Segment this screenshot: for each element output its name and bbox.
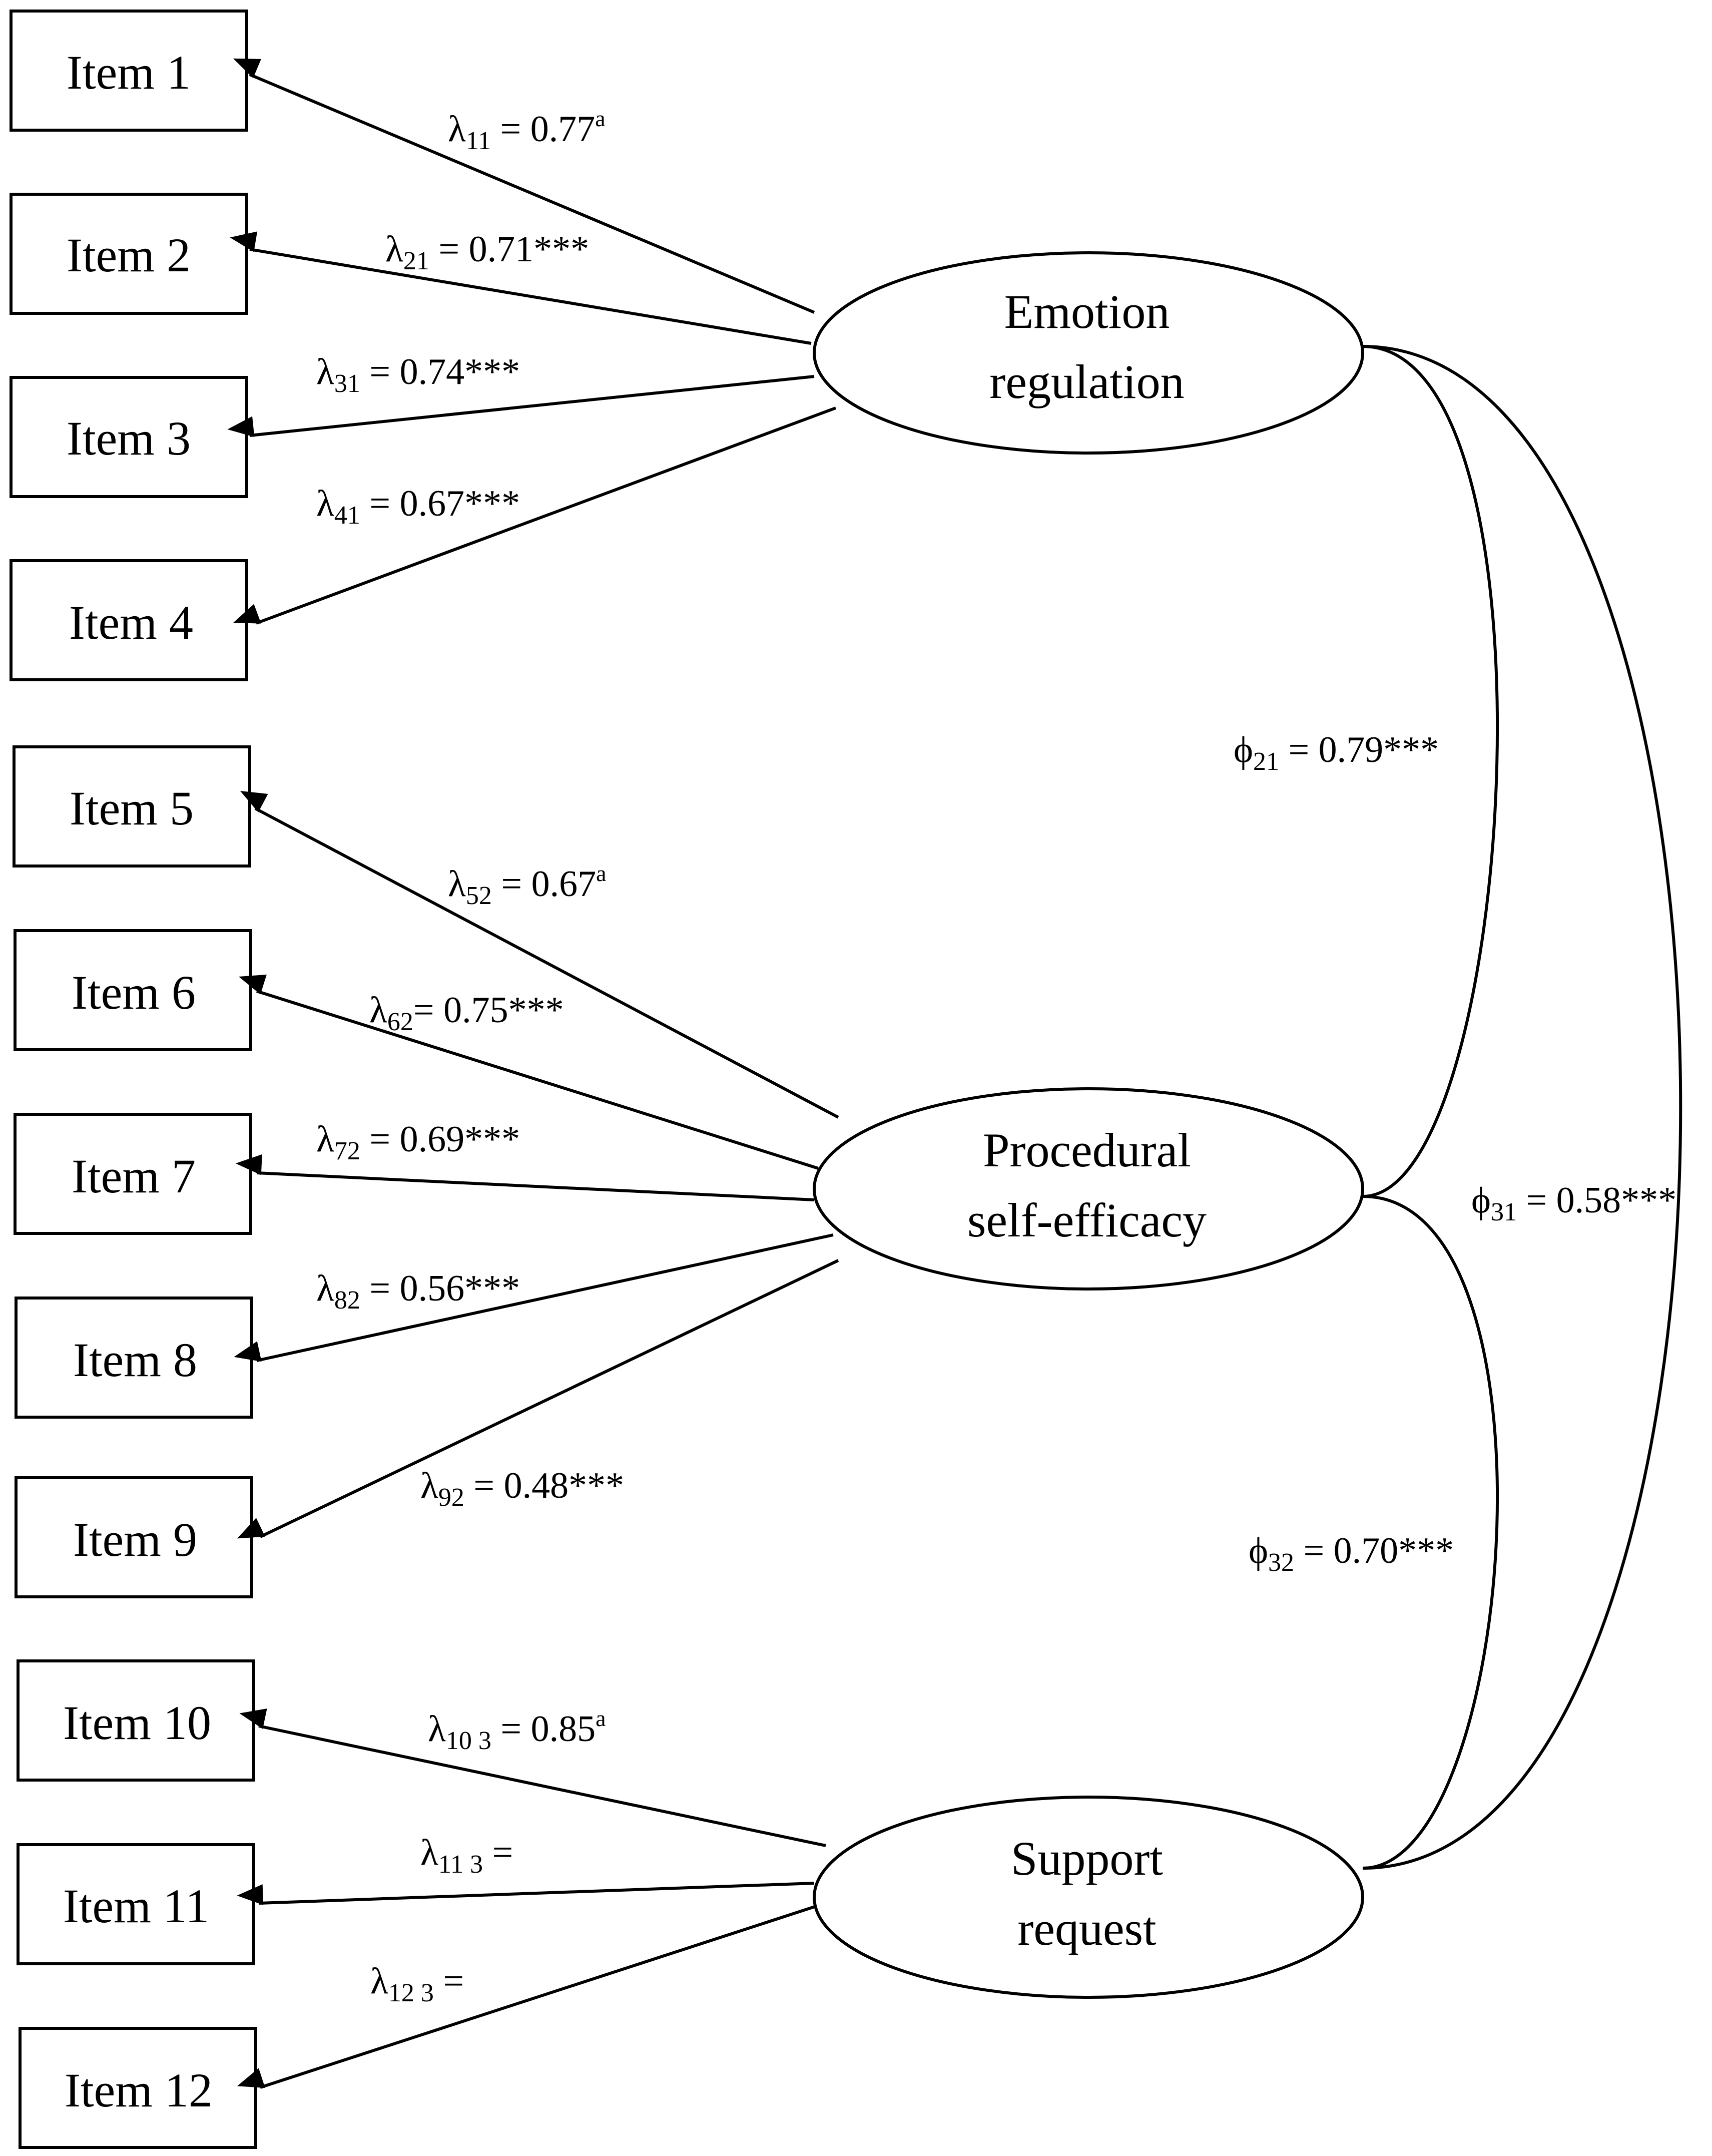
- loading-arrow-5: [240, 791, 839, 1119]
- loading-label-12: λ12 3 =: [370, 1961, 464, 2007]
- factor-label-line2: self-efficacy: [967, 1193, 1207, 1247]
- item-box-11: Item 11: [17, 1843, 255, 1965]
- loading-label-7: λ72 = 0.69***: [316, 1119, 520, 1165]
- loading-label-8: λ82 = 0.56***: [316, 1268, 520, 1315]
- item-box-1: Item 1: [10, 10, 248, 132]
- loading-arrow-3: [227, 375, 815, 438]
- item-label-3: Item 3: [67, 411, 191, 465]
- item-box-6: Item 6: [14, 929, 252, 1051]
- item-label-8: Item 8: [73, 1333, 197, 1387]
- loading-label-3: λ31 = 0.74***: [316, 351, 520, 398]
- loading-label-11: λ11 3 =: [420, 1832, 513, 1879]
- loading-label-2: λ21 = 0.71***: [385, 229, 589, 275]
- item-label-10: Item 10: [63, 1696, 211, 1750]
- loading-arrow-1: [233, 58, 815, 314]
- loading-arrow-12: [237, 1903, 821, 2089]
- factor-label-line1: Procedural: [983, 1123, 1191, 1177]
- loading-arrow-7: [235, 1154, 815, 1201]
- item-label-11: Item 11: [63, 1879, 209, 1933]
- correlation-curve-21: [1362, 345, 1499, 1198]
- loading-label-9: λ92 = 0.48***: [420, 1465, 624, 1512]
- item-box-3: Item 3: [10, 376, 248, 498]
- factor-label-line1: Emotion: [1004, 285, 1170, 338]
- correlation-curves: [1362, 345, 1682, 1870]
- item-box-2: Item 2: [10, 193, 248, 315]
- loading-arrow-11: [237, 1882, 815, 1905]
- item-label-7: Item 7: [72, 1149, 196, 1203]
- loading-arrow-6: [239, 974, 819, 1170]
- item-label-12: Item 12: [65, 2063, 213, 2117]
- item-label-6: Item 6: [72, 966, 196, 1019]
- loading-label-5: λ52 = 0.67a: [448, 860, 607, 910]
- loading-arrow-2: [230, 231, 812, 345]
- item-box-5: Item 5: [13, 745, 251, 868]
- correlation-label-31: ϕ31 = 0.58***: [1471, 1180, 1676, 1226]
- item-box-8: Item 8: [15, 1297, 253, 1419]
- loading-arrow-8: [234, 1233, 834, 1362]
- correlation-labels: ϕ21 = 0.79*** ϕ31 = 0.58*** ϕ32 = 0.70**…: [1234, 729, 1676, 1577]
- item-label-9: Item 9: [73, 1513, 197, 1566]
- correlation-curve-32: [1362, 1195, 1499, 1870]
- factor-support-request: Support request: [813, 1796, 1364, 1999]
- loading-label-4: λ41 = 0.67***: [316, 483, 520, 530]
- factor-procedural-self-efficacy: Procedural self-efficacy: [813, 1087, 1364, 1290]
- item-box-10: Item 10: [17, 1659, 255, 1782]
- correlation-label-21: ϕ21 = 0.79***: [1234, 729, 1439, 776]
- item-label-4: Item 4: [69, 596, 193, 649]
- item-box-4: Item 4: [10, 559, 248, 681]
- loading-label-1: λ11 = 0.77a: [448, 106, 606, 155]
- item-box-12: Item 12: [19, 2027, 257, 2149]
- item-label-1: Item 1: [67, 46, 191, 99]
- item-label-2: Item 2: [67, 228, 191, 282]
- item-label-5: Item 5: [70, 781, 194, 835]
- factor-label-line2: request: [1017, 1902, 1157, 1955]
- factor-label-line1: Support: [1011, 1832, 1163, 1885]
- correlation-curve-31: [1362, 345, 1682, 1870]
- factor-emotion-regulation: Emotion regulation: [813, 251, 1364, 455]
- loading-arrows: [227, 58, 839, 2089]
- loading-arrow-10: [239, 1708, 826, 1847]
- correlation-label-32: ϕ32 = 0.70***: [1249, 1530, 1454, 1577]
- loading-label-6: λ62= 0.75***: [369, 990, 564, 1036]
- factor-label-line2: regulation: [989, 355, 1184, 408]
- loading-labels: λ11 = 0.77a λ21 = 0.71*** λ31 = 0.74*** …: [316, 106, 624, 2007]
- loading-label-10: λ10 3 = 0.85a: [428, 1705, 606, 1755]
- item-box-9: Item 9: [15, 1476, 253, 1598]
- item-box-7: Item 7: [14, 1113, 252, 1235]
- loading-arrow-4: [233, 406, 837, 625]
- loading-arrow-9: [237, 1259, 839, 1539]
